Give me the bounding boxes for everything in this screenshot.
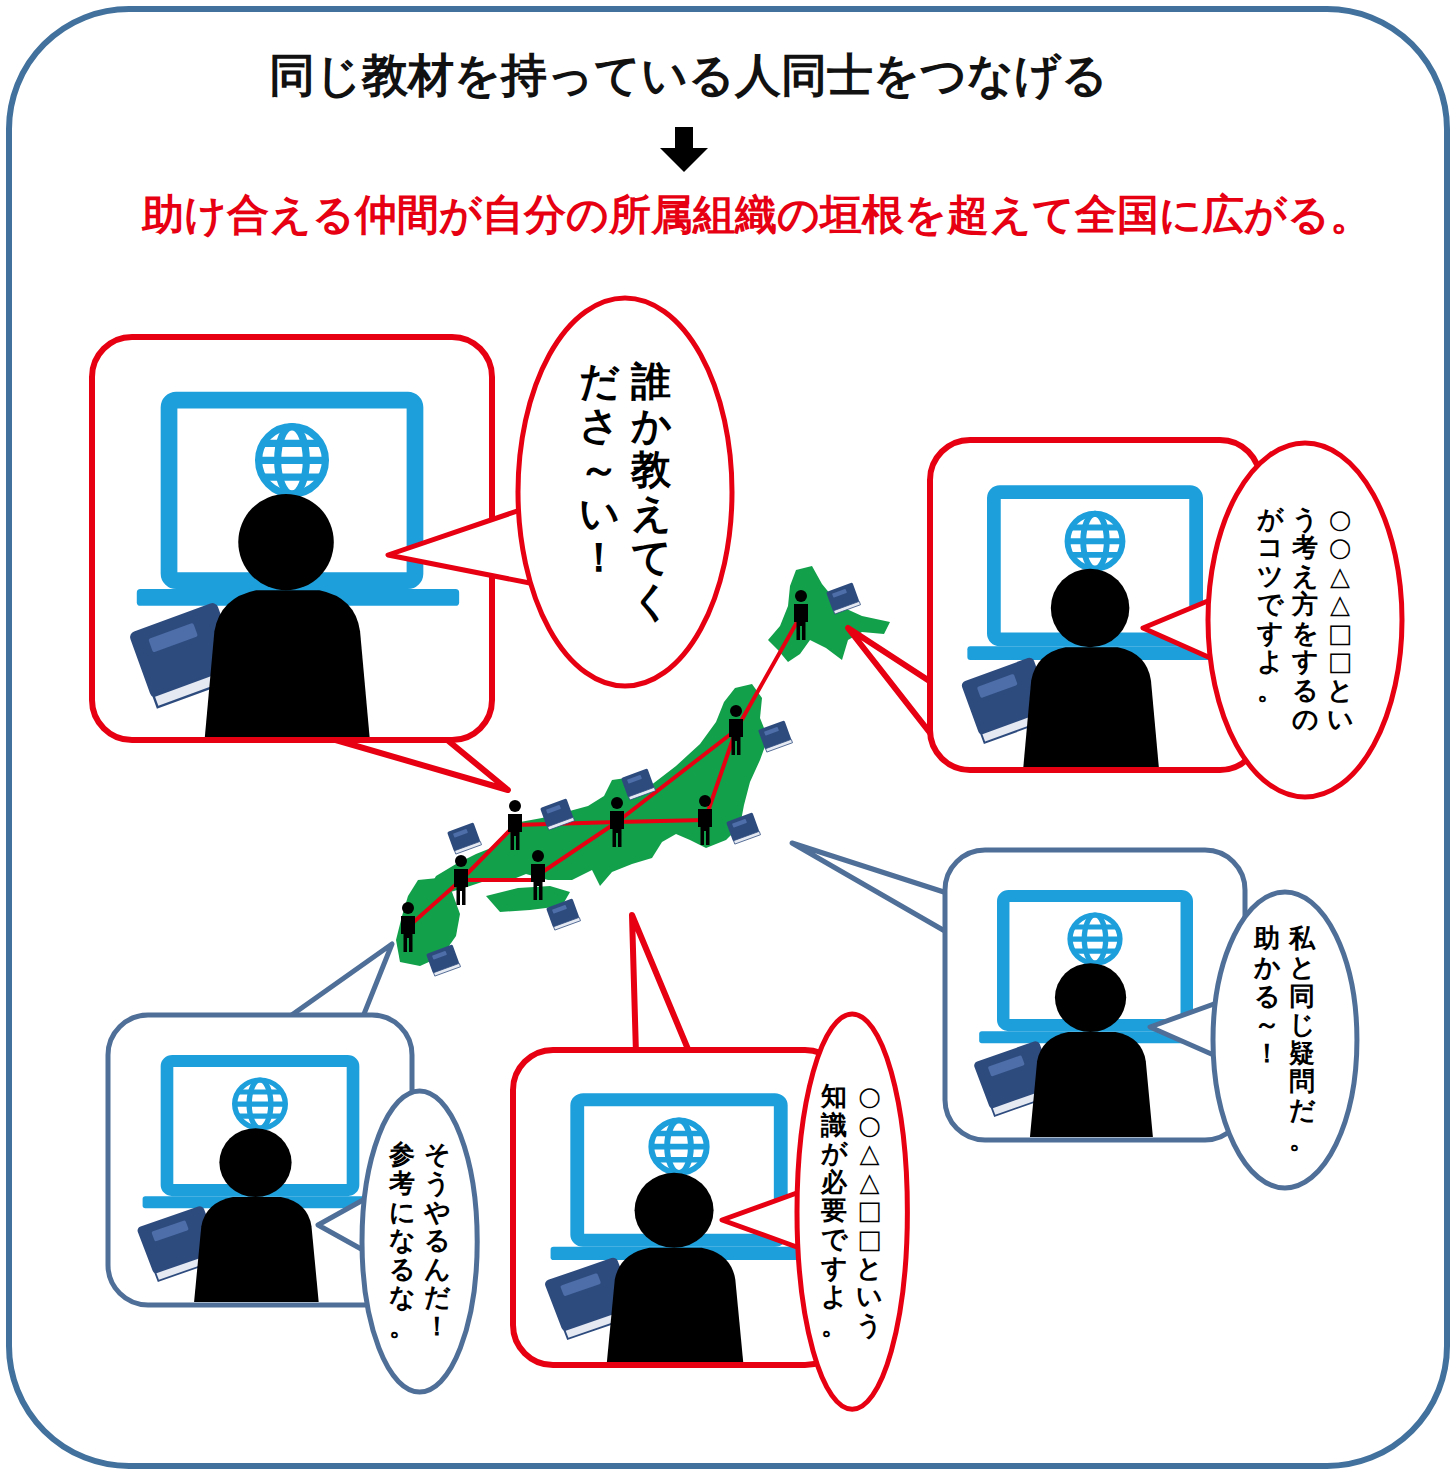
speech-bubble: 私と同じ疑問だ。助かる～！ [1210, 889, 1360, 1191]
headline-wrap: 助け合える仲間が自分の所属組織の垣根を超えて全国に広がる。 [142, 190, 1372, 240]
headline: 助け合える仲間が自分の所属組織の垣根を超えて全国に広がる。 [142, 190, 1372, 240]
speech-bubble: ○○△△□□という考え方をするのがコツですよ。 [1205, 440, 1405, 800]
speech-bubble: 誰か教えてくださ～い！ [515, 295, 735, 689]
bubble-outline [1210, 889, 1360, 1191]
bubble-ellipse [1213, 892, 1357, 1188]
bubble-text: ○○△△□□という考え方をするのがコツですよ。 [1256, 505, 1354, 736]
speech-bubble: そうやるんだ！参考になるな。 [359, 1088, 480, 1395]
bubble-text: 誰か教えてくださ～い！ [578, 359, 672, 625]
bubble-outline [515, 295, 735, 689]
panel-top-left [92, 337, 540, 790]
speech-bubble: ○○△△□□という知識が必要ですよ。 [794, 1011, 910, 1412]
bubble-ellipse [797, 1014, 907, 1409]
title: 同じ教材を持っている人同士をつなげる [269, 48, 1108, 103]
bubble-outline [794, 1011, 910, 1412]
bubble-text: ○○△△□□という知識が必要ですよ。 [820, 1082, 883, 1342]
bubble-ellipse [518, 298, 732, 686]
bubble-outline [359, 1088, 480, 1395]
outer-frame [9, 9, 1447, 1466]
bubble-ellipse [362, 1091, 477, 1392]
panel-bottom-middle [513, 915, 845, 1365]
bubble-ellipse [1208, 443, 1402, 797]
title-wrap: 同じ教材を持っている人同士をつなげる [269, 48, 1108, 103]
bubble-text: そうやるんだ！参考になるな。 [388, 1140, 451, 1343]
bubble-text: 私と同じ疑問だ。助かる～！ [1253, 924, 1316, 1155]
down-arrow [660, 127, 708, 172]
panel-top-right [848, 440, 1260, 770]
